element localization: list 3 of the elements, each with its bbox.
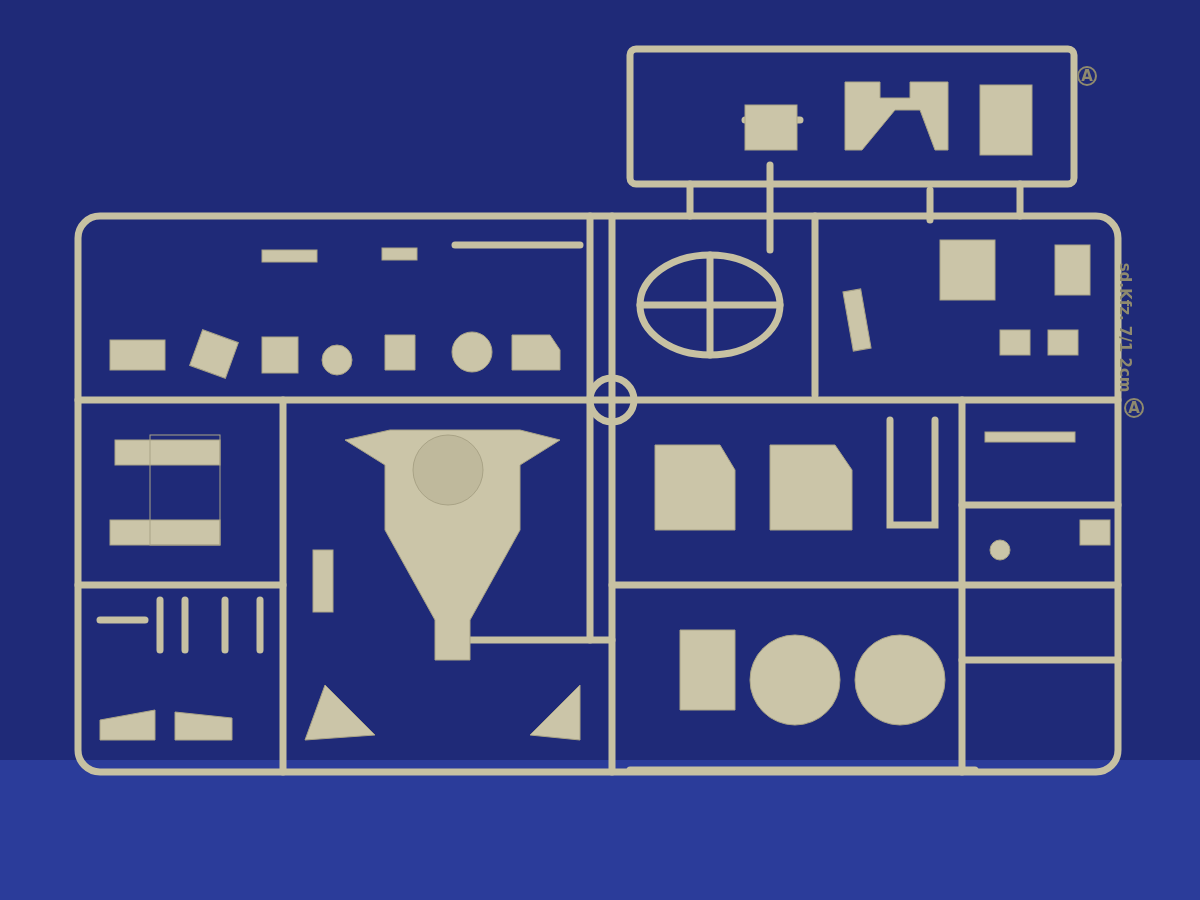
sprue-tag-text: sd.Kfz. 7/1 2cm	[1117, 262, 1133, 393]
sprue-letter: A	[1077, 66, 1097, 86]
sprue-letter: A	[1124, 398, 1144, 418]
